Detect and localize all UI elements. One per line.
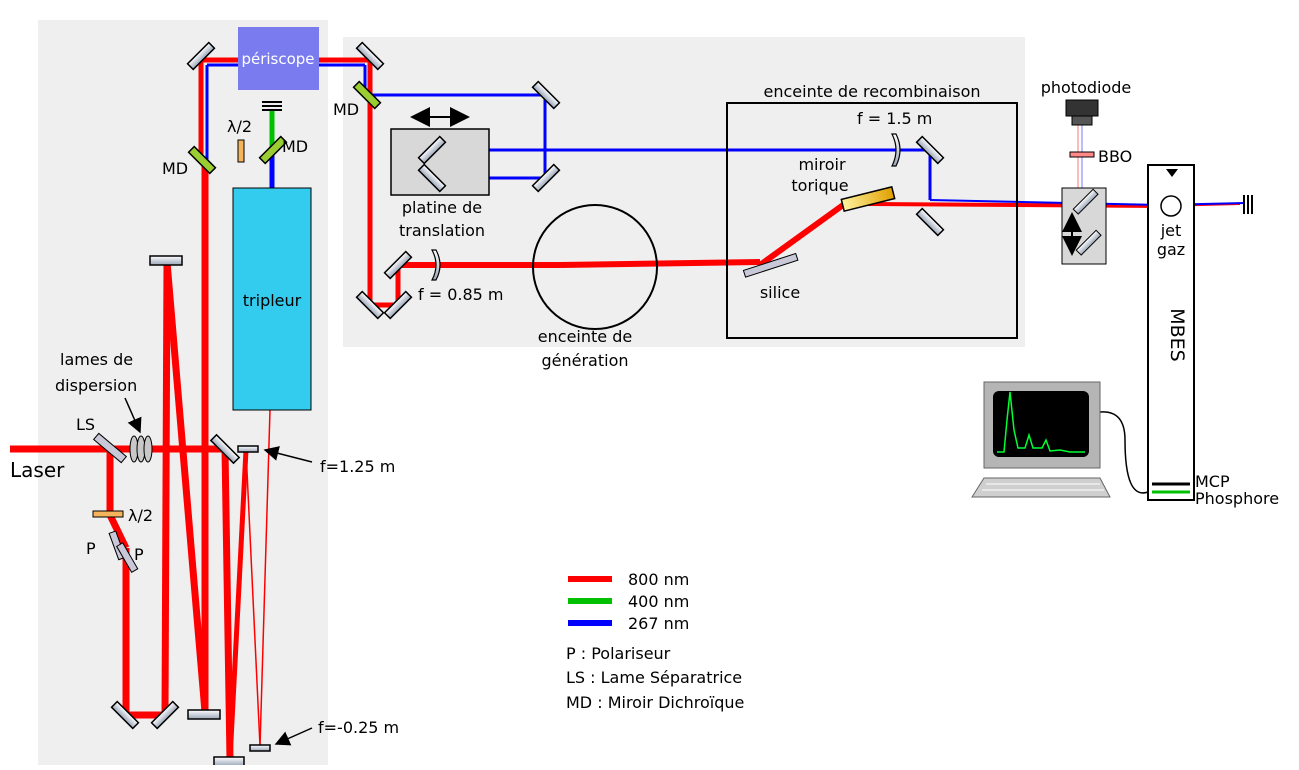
- keyboard-keys: [982, 483, 1104, 491]
- gas-jet: [1160, 195, 1182, 217]
- photodiode-label: photodiode: [1041, 78, 1132, 97]
- photodiode: [1065, 99, 1099, 117]
- mirror-bottom-mid: [150, 700, 180, 730]
- jet-label-line1: jet: [1160, 221, 1182, 240]
- half-wave-bottom-label: λ/2: [128, 506, 153, 525]
- fneg025-arrow: [274, 727, 313, 746]
- generation-label-line2: génération: [541, 351, 628, 370]
- spectrum-trace: [997, 391, 1085, 453]
- fneg025-label: f=-0.25 m: [318, 718, 399, 737]
- dispersion-plates: [129, 435, 153, 463]
- bbo-crystal: [1069, 151, 1095, 158]
- mirror-periscope-left: [186, 41, 216, 71]
- phosphor-label: Phosphore: [1195, 489, 1279, 508]
- mcp-label: MCP: [1195, 472, 1230, 491]
- recombination-chamber: [726, 102, 1018, 339]
- dispersion-label-line2: dispersion: [55, 376, 137, 395]
- legend-note-dichroic: MD : Miroir Dichroïque: [566, 693, 744, 712]
- laser-label: Laser: [10, 458, 65, 482]
- half-wave-top-label: λ/2: [227, 117, 252, 136]
- bbo-label: BBO: [1098, 147, 1132, 166]
- p-left-label: P: [86, 539, 96, 558]
- dichroic-mirror-top: [352, 80, 382, 110]
- mirror-lower-left-c: [383, 250, 413, 280]
- computer-keyboard: [971, 477, 1111, 498]
- tripler-box: [232, 187, 312, 411]
- lens-f15: [891, 133, 901, 167]
- mirror-delay-top-right: [531, 80, 561, 110]
- toroidal-label-line2: torique: [791, 176, 848, 195]
- beam-dump-top: [262, 101, 282, 111]
- mirror-recomb-top: [915, 135, 945, 165]
- periscope-label: périscope: [241, 50, 314, 68]
- mirror-lower-left-b: [383, 290, 413, 320]
- mbes-spectrometer: [1147, 164, 1195, 501]
- legend-note-polarizer: P : Polariseur: [566, 644, 671, 663]
- legend-label-400: 400 nm: [628, 592, 689, 611]
- recombination-title: enceinte de recombinaison: [764, 82, 981, 101]
- polarizer-right: [115, 542, 139, 574]
- f125-arrow: [263, 446, 313, 463]
- mirror-fneg025: [249, 744, 271, 752]
- mirror-very-bottom: [213, 756, 245, 767]
- legend-label-800: 800 nm: [628, 570, 689, 589]
- mirror-delay-bottom-right: [531, 163, 561, 193]
- monitor-screen: [993, 391, 1089, 457]
- stage-mirror-bottom: [417, 163, 447, 193]
- toroidal-label-line1: miroir: [798, 155, 845, 174]
- md-top-label: MD: [333, 100, 359, 119]
- stage-label-line1: platine de: [402, 198, 482, 217]
- dichroic-mirror-left: [187, 145, 217, 175]
- f15-label: f = 1.5 m: [857, 109, 932, 128]
- jet-label-line2: gaz: [1157, 240, 1185, 259]
- lens-f085: [431, 249, 441, 281]
- beam-splitter: [92, 432, 128, 464]
- mirror-f125: [237, 445, 259, 453]
- dispersion-label-line1: lames de: [60, 350, 133, 369]
- legend: 800 nm 400 nm 267 nm P : Polariseur LS :…: [566, 570, 744, 712]
- p-right-label: P: [134, 545, 144, 564]
- toroidal-mirror: [840, 185, 896, 213]
- mbes-entry-marker: [1166, 169, 1178, 177]
- half-wave-plate-top: [237, 139, 245, 163]
- camera-cable: [1099, 411, 1149, 494]
- md-left-label: MD: [162, 159, 188, 178]
- stage-label-line2: translation: [399, 221, 485, 240]
- ls-label: LS: [76, 415, 95, 434]
- mirror-bottom-right: [187, 709, 221, 720]
- mirror-recomb-bottom: [915, 207, 945, 237]
- tripler-label: tripleur: [243, 291, 302, 310]
- silica-plate: [742, 252, 799, 278]
- f085-label: f = 0.85 m: [418, 285, 504, 304]
- dispersion-arrow: [124, 397, 142, 434]
- stage-mirror-top: [417, 135, 447, 165]
- legend-note-beamsplitter: LS : Lame Séparatrice: [566, 668, 742, 687]
- mirror-fold-top: [149, 255, 183, 266]
- generation-chamber: [532, 204, 658, 330]
- mirror-bottom-left: [110, 700, 140, 730]
- f125-label: f=1.25 m: [320, 457, 395, 476]
- dichroic-mirror-right: [258, 135, 288, 165]
- legend-label-267: 267 nm: [628, 614, 689, 633]
- periscope-box: [238, 27, 319, 90]
- beam-dump-right: [1243, 195, 1253, 214]
- mirror-lower-left-a: [355, 290, 385, 320]
- silica-label: silice: [760, 283, 800, 302]
- mbes-label: MBES: [1166, 308, 1188, 362]
- photodiode-lens: [1071, 115, 1093, 126]
- detection-mirror-a: [1072, 188, 1099, 215]
- half-wave-plate-bottom: [92, 510, 124, 518]
- generation-label-line1: enceinte de: [538, 327, 632, 346]
- mirror-grating-in: [209, 433, 241, 465]
- md-right-label: MD: [282, 137, 308, 156]
- mirror-periscope-right: [355, 41, 385, 71]
